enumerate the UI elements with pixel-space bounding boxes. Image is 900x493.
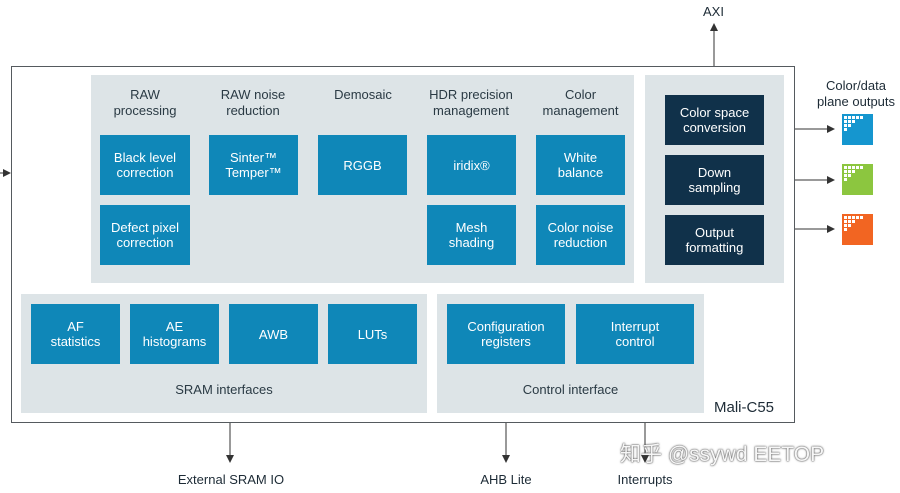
block-iridix: iridix® [427,135,516,195]
ahb-lite-label: AHB Lite [480,472,532,487]
control-interface-label: Control interface [522,382,619,397]
sram-interfaces-label: SRAM interfaces [175,382,273,397]
block-awb: AWB [229,304,318,364]
block-color-noise: Color noise reduction [536,205,625,265]
col-label-raw-noise: RAW noise reduction [220,87,286,118]
block-down-sampling: Down sampling [665,155,764,205]
col-label-raw-processing: RAW processing [113,87,177,118]
external-sram-io-label: External SRAM IO [177,472,285,487]
block-color-space-conversion: Color space conversion [665,95,764,145]
block-configuration-registers: Configuration registers [447,304,565,364]
block-white-balance: White balance [536,135,625,195]
block-af-statistics: AF statistics [31,304,120,364]
block-output-formatting: Output formatting [665,215,764,265]
col-label-color-mgmt: Color management [542,87,619,118]
output-green-icon [842,164,873,195]
output-orange-icon [842,214,873,245]
block-defect-pixel: Defect pixel correction [100,205,190,265]
interrupts-label: Interrupts [617,472,673,487]
watermark: 知乎 @ssywd EETOP [620,443,825,466]
block-mesh-shading: Mesh shading [427,205,516,265]
block-interrupt-control: Interrupt control [576,304,694,364]
axi-label: AXI [703,4,724,19]
col-label-hdr: HDR precision management [429,87,513,118]
col-label-demosaic: Demosaic [334,87,392,102]
block-sinter-temper: Sinter™ Temper™ [209,135,298,195]
block-luts: LUTs [328,304,417,364]
chip-name: Mali-C55 [714,399,775,416]
outputs-label: Color/data plane outputs [816,78,896,109]
block-ae-histograms: AE histograms [130,304,219,364]
block-rggb: RGGB [318,135,407,195]
block-black-level: Black level correction [100,135,190,195]
output-blue-icon [842,114,873,145]
